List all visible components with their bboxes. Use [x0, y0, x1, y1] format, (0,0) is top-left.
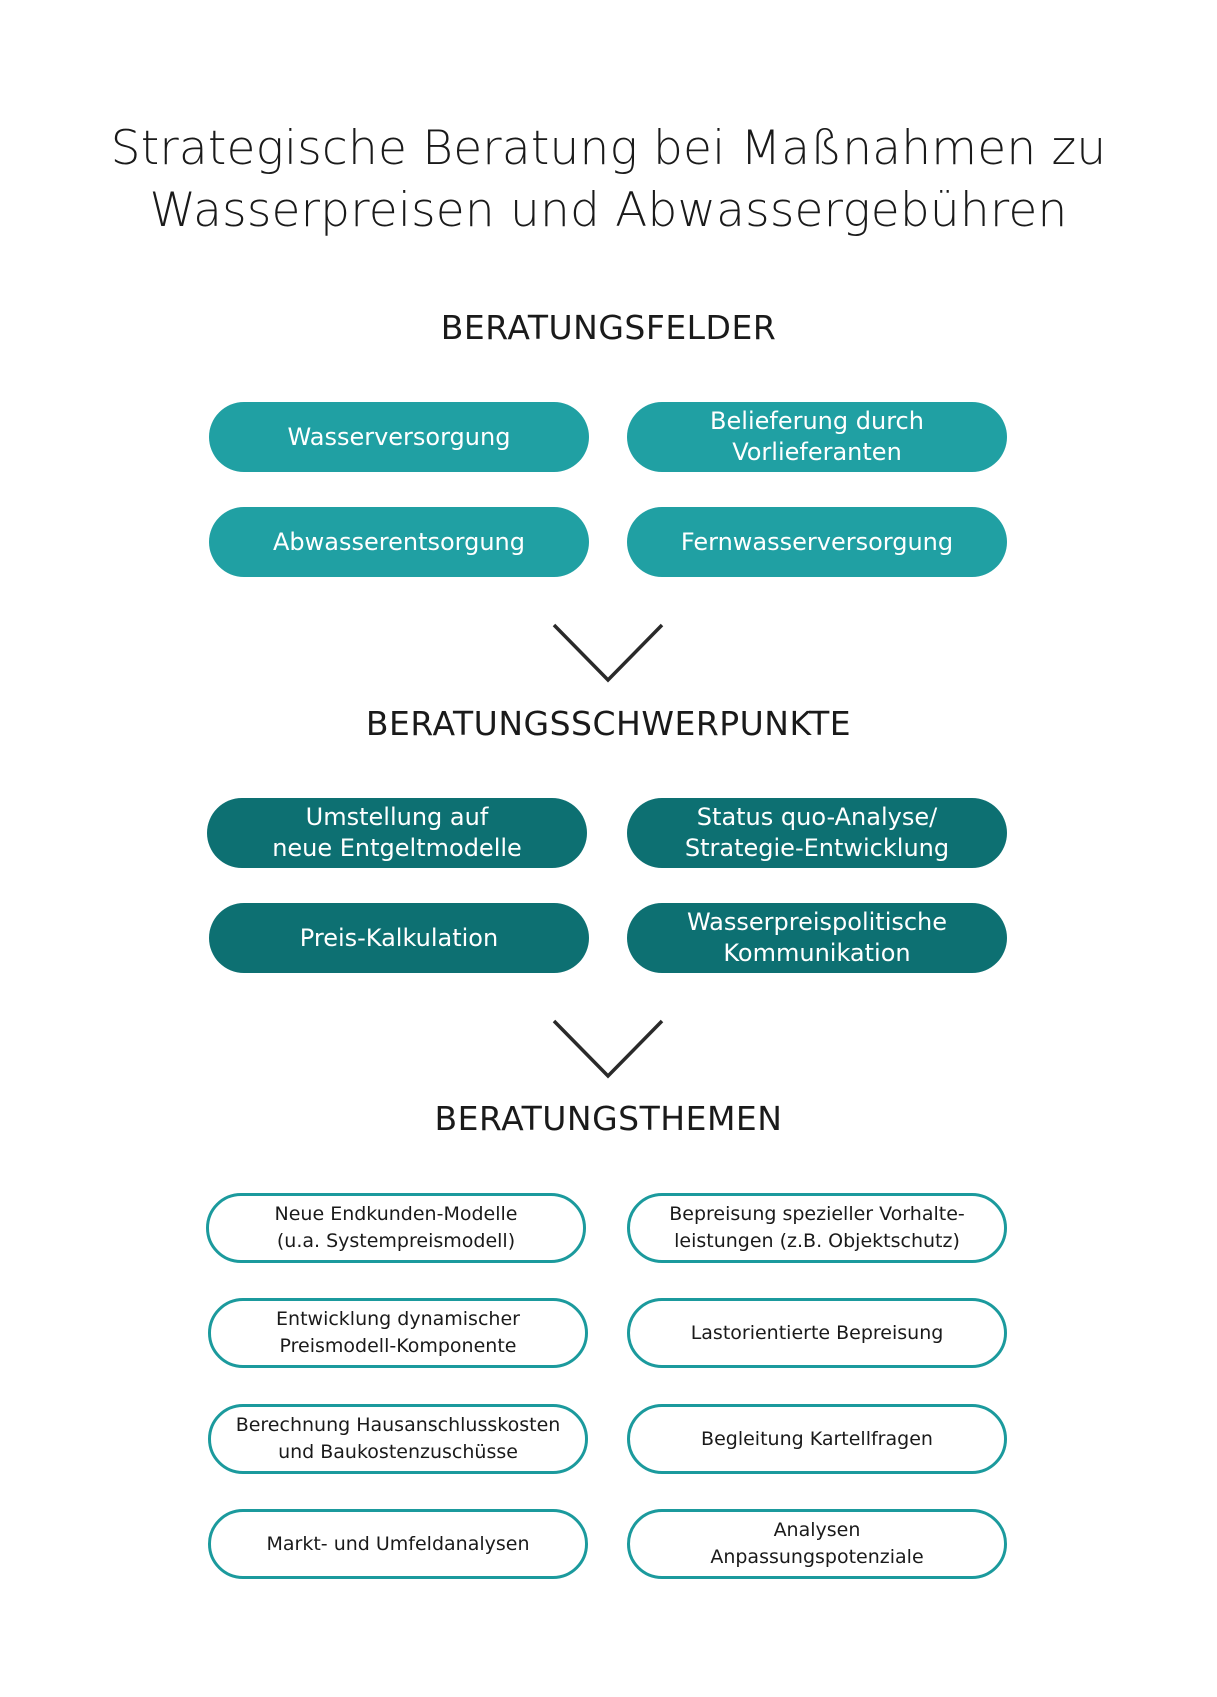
section-heading-beratungsthemen: BERATUNGSTHEMEN [434, 1099, 783, 1138]
page-title: Strategische Beratung bei Maßnahmen zu W… [0, 118, 1217, 242]
focus-pill: Umstellung auf neue Entgeltmodelle [207, 798, 587, 868]
topic-pill: Entwicklung dynamischer Preismodell-Komp… [208, 1298, 588, 1368]
chevron-down-icon [552, 1019, 664, 1079]
section-heading-beratungsschwerpunkte: BERATUNGSSCHWERPUNKTE [365, 704, 852, 743]
field-pill: Fernwasserversorgung [627, 507, 1007, 577]
topic-pill: Analysen Anpassungspotenziale [627, 1509, 1007, 1579]
topic-pill: Berechnung Hausanschlusskosten und Bauko… [208, 1404, 588, 1474]
title-line-1: Strategische Beratung bei Maßnahmen zu [110, 121, 1107, 176]
focus-pill: Status quo-Analyse/ Strategie-Entwicklun… [627, 798, 1007, 868]
topic-pill: Begleitung Kartellfragen [627, 1404, 1007, 1474]
section-heading-beratungsfelder: BERATUNGSFELDER [440, 308, 777, 347]
title-line-2: Wasserpreisen und Abwassergebühren [149, 183, 1068, 238]
field-pill: Abwasserentsorgung [209, 507, 589, 577]
chevron-down-icon [552, 623, 664, 683]
topic-pill: Markt- und Umfeldanalysen [208, 1509, 588, 1579]
topic-pill: Lastorientierte Bepreisung [627, 1298, 1007, 1368]
topic-pill: Bepreisung spezieller Vorhalte- leistung… [627, 1193, 1007, 1263]
field-pill: Wasserversorgung [209, 402, 589, 472]
focus-pill: Preis-Kalkulation [209, 903, 589, 973]
focus-pill: Wasserpreispolitische Kommunikation [627, 903, 1007, 973]
topic-pill: Neue Endkunden-Modelle (u.a. Systempreis… [206, 1193, 586, 1263]
field-pill: Belieferung durch Vorlieferanten [627, 402, 1007, 472]
